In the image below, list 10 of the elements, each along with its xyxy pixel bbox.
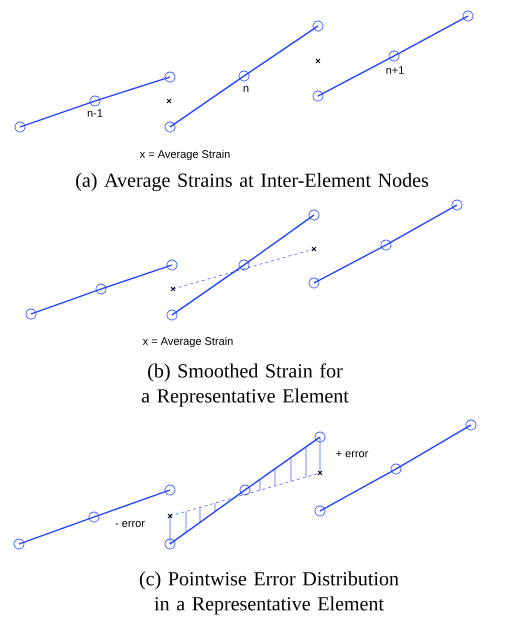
plot-label: x = Average Strain: [142, 336, 233, 348]
plot-label: n: [244, 86, 248, 92]
plot-label: n-1: [88, 109, 102, 117]
plot-label: - error: [116, 521, 145, 528]
caption: (b) Smoothed Strain for a Representative Element: [142, 363, 349, 407]
caption: (a) Average Strains at Inter-Element Nodes: [76, 172, 428, 192]
plot-label: n+1: [386, 66, 404, 74]
plot-label: + error: [336, 450, 368, 458]
caption: (c) Pointwise Error Distribution in a Representative Element: [140, 571, 399, 615]
plot-label: x = Average Strain: [140, 150, 230, 160]
